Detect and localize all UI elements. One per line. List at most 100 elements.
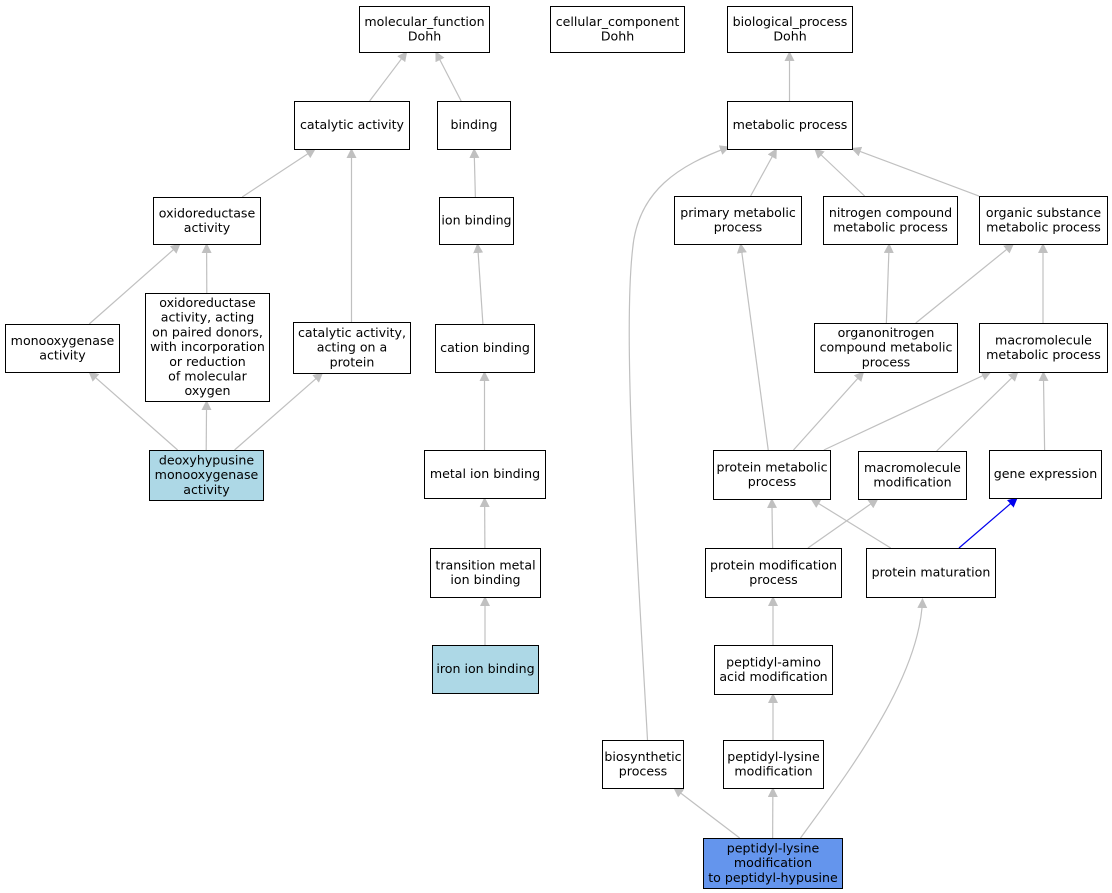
node-oxred-box	[153, 197, 261, 245]
node-bp-label-line: Dohh	[773, 28, 806, 43]
node-iron-label-line: iron ion binding	[436, 661, 534, 676]
node-metalion[interactable]: metal ion binding	[424, 450, 546, 499]
node-transm-label-line: ion binding	[450, 572, 520, 587]
node-oxpair-label-line: oxygen	[185, 383, 231, 398]
node-bp-box	[727, 6, 853, 53]
node-macmod-box	[858, 451, 967, 500]
node-cc-label-line: cellular_component	[556, 14, 680, 29]
node-macmet-label-line: metabolic process	[986, 347, 1101, 362]
node-cation[interactable]: cation binding	[435, 324, 535, 373]
node-protmat[interactable]: protein maturation	[866, 548, 996, 598]
node-metalion-box	[424, 450, 546, 499]
node-deoxy-label-line: deoxyhypusine	[159, 452, 254, 467]
node-monoox-box	[5, 324, 120, 373]
node-biosyn-label-line: biosynthetic	[604, 749, 681, 764]
node-hypus-box	[703, 838, 843, 889]
node-protmat-label-line: protein maturation	[872, 565, 991, 580]
node-metab-label-line: metabolic process	[733, 117, 848, 132]
node-oxpair-label-line: oxidoreductase	[159, 295, 256, 310]
node-transm-label-line: transition metal	[435, 557, 535, 572]
node-prim-label-line: primary metabolic	[680, 205, 796, 220]
node-peplys-box	[723, 740, 824, 789]
node-peplys-label-line: peptidyl-lysine	[727, 749, 820, 764]
node-cation-box	[435, 324, 535, 373]
node-hypus-label-line: peptidyl-lysine	[727, 840, 820, 855]
node-iron[interactable]: iron ion binding	[432, 645, 539, 694]
node-macmod-label-line: modification	[873, 474, 951, 489]
edge-ionb-to-bind	[469, 148, 480, 198]
node-nitro-label-line: metabolic process	[833, 219, 948, 234]
edge-protmet-to-macmet	[823, 371, 992, 451]
edge-cation-to-ionb	[473, 243, 484, 325]
edge-protmod-to-macmod	[807, 498, 879, 549]
edge-cat-to-mf	[369, 51, 408, 102]
node-hypus-label-line: modification	[734, 855, 812, 870]
node-geneexp[interactable]: gene expression	[989, 450, 1102, 499]
node-protmat-box	[866, 548, 996, 598]
edge-biosyn-to-metab	[628, 145, 730, 741]
node-biosyn-box	[602, 740, 684, 789]
node-macmod-label-line: macromolecule	[864, 460, 961, 475]
node-monoox-label-line: monooxygenase	[11, 333, 115, 348]
node-protmet-label-line: protein metabolic	[716, 459, 827, 474]
node-metalion-label-line: metal ion binding	[430, 466, 540, 481]
node-metab-box	[727, 101, 853, 150]
node-orgnit-label-line: organonitrogen	[838, 325, 935, 340]
node-transm-box	[430, 548, 541, 598]
edge-macmod-to-macmet	[936, 371, 1019, 452]
node-catprot-label-line: catalytic activity,	[298, 325, 406, 340]
node-macmet-box	[979, 323, 1108, 373]
node-bp-label-line: biological_process	[733, 14, 848, 29]
node-orgsub-box	[979, 196, 1108, 245]
node-metab[interactable]: metabolic process	[727, 101, 853, 150]
node-protmet-box	[713, 450, 831, 500]
node-cat[interactable]: catalytic activity	[294, 101, 410, 150]
edges-layer	[88, 51, 1049, 839]
node-oxpair-label-line: of molecular	[168, 369, 247, 384]
node-bind-label-line: binding	[451, 117, 498, 132]
node-bind[interactable]: binding	[437, 101, 511, 150]
node-oxred-label-line: oxidoreductase	[159, 205, 256, 220]
node-ionb-label-line: ion binding	[441, 213, 511, 228]
node-nitro-label-line: nitrogen compound	[829, 205, 952, 220]
node-nitro-box	[823, 196, 958, 245]
node-pepamino-label-line: acid modification	[719, 669, 827, 684]
node-deoxy-label-line: monooxygenase	[155, 467, 259, 482]
node-hypus-label-line: to peptidyl-hypusine	[708, 870, 838, 885]
node-protmod-label-line: process	[749, 572, 797, 587]
node-prim-label-line: process	[714, 219, 762, 234]
node-ionb[interactable]: ion binding	[439, 197, 514, 245]
edge-oxred-to-cat	[241, 148, 316, 198]
node-catprot-label-line: acting on a	[317, 340, 387, 355]
edge-orgsub-to-metab	[851, 146, 980, 197]
node-protmod-label-line: protein modification	[710, 557, 837, 572]
edge-protmet-to-prim	[736, 243, 769, 451]
edge-nitro-to-metab	[814, 148, 866, 197]
node-geneexp-label-line: gene expression	[994, 466, 1097, 481]
node-bind-box	[437, 101, 511, 150]
edge-orgnit-to-nitro	[883, 243, 894, 324]
